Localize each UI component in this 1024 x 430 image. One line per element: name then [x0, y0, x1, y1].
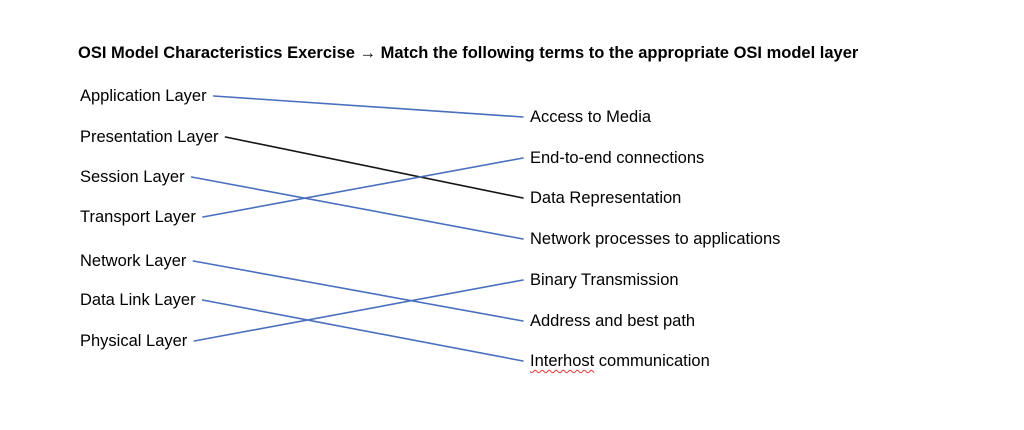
- match-line-presentation-layer: [224, 136, 524, 199]
- layer-label: Session Layer: [80, 168, 185, 186]
- term-label: Address and best path: [530, 312, 696, 330]
- item-end-to-end-connections: End-to-end connections: [530, 148, 704, 168]
- term-label: Access to Media: [530, 108, 652, 126]
- item-application-layer: Application Layer: [80, 86, 207, 106]
- item-transport-layer: Transport Layer: [80, 207, 196, 227]
- item-data-representation: Data Representation: [530, 188, 681, 208]
- item-session-layer: Session Layer: [80, 167, 185, 187]
- match-line-data-link-layer: [201, 299, 524, 362]
- item-network-layer: Network Layer: [80, 251, 186, 271]
- item-address-and-best-path: Address and best path: [530, 311, 695, 331]
- item-presentation-layer: Presentation Layer: [80, 127, 219, 147]
- item-access-to-media: Access to Media: [530, 107, 651, 127]
- misspelled-word: Interhost: [530, 352, 595, 370]
- item-physical-layer: Physical Layer: [80, 331, 187, 351]
- item-data-link-layer: Data Link Layer: [80, 290, 196, 310]
- exercise-title: OSI Model Characteristics Exercise → Mat…: [78, 44, 859, 62]
- match-line-transport-layer: [202, 157, 524, 218]
- layer-label: Data Link Layer: [80, 291, 196, 309]
- item-network-processes: Network processes to applications: [530, 229, 780, 249]
- term-label: Data Representation: [530, 189, 682, 207]
- term-label: Binary Transmission: [530, 271, 679, 289]
- layer-label: Transport Layer: [80, 208, 196, 226]
- layer-label: Physical Layer: [80, 332, 188, 350]
- term-label: End-to-end connections: [530, 149, 705, 167]
- match-line-session-layer: [190, 176, 524, 240]
- match-line-application-layer: [212, 95, 524, 118]
- layer-label: Presentation Layer: [80, 128, 219, 146]
- match-line-physical-layer: [193, 279, 524, 342]
- layer-label: Network Layer: [80, 252, 187, 270]
- item-interhost-communication: Interhost communication: [530, 351, 710, 371]
- match-line-network-layer: [192, 260, 524, 322]
- term-label: communication: [594, 352, 710, 370]
- term-label: Network processes to applications: [530, 230, 781, 248]
- layer-label: Application Layer: [80, 87, 207, 105]
- item-binary-transmission: Binary Transmission: [530, 270, 679, 290]
